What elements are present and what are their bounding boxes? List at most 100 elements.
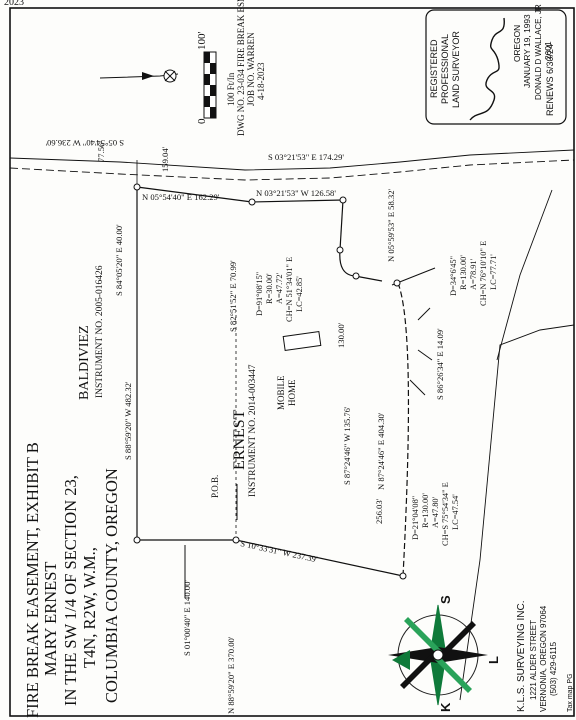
curve2-d: D=34°6'45" xyxy=(449,256,458,296)
title-line-3: IN THE SW 1/4 OF SECTION 23, xyxy=(61,475,80,706)
compass-letter-k: K xyxy=(438,702,453,712)
course-c6: S 05°54'40" W 236.60' xyxy=(45,138,124,148)
north-line-1 xyxy=(136,186,253,203)
title-block: FIRE BREAK EASEMENT, EXHIBIT B MARY ERNE… xyxy=(23,442,121,718)
course-c16: 130.00' xyxy=(336,322,346,348)
course-c11: N 05°59'53" E 58.32' xyxy=(386,188,396,262)
baldiviez-instrument: INSTRUMENT NO. 2005-016426 xyxy=(95,265,105,398)
dwg-line-2: JOB NO. WARREN xyxy=(246,32,256,106)
north-arrow xyxy=(142,69,177,83)
curve1-d: D=91°08'15" xyxy=(255,272,264,316)
corner-e2 xyxy=(352,272,360,280)
stamp-name: DONALD D WALLACE, JR xyxy=(534,4,543,100)
arc-arrow-2 xyxy=(417,349,433,361)
corner-e1 xyxy=(336,246,344,254)
course-c4: S 84°05'20" E 40.00' xyxy=(114,224,124,296)
arc-arrow-1 xyxy=(417,307,431,321)
title-line-2: MARY ERNEST xyxy=(41,562,60,676)
company-city: VERNONIA, OREGON 97064 xyxy=(539,605,548,712)
surveyor-stamp: REGISTERED PROFESSIONAL LAND SURVEYOR OR… xyxy=(425,4,567,125)
course-c1: N 88°59'20" E 370.00' xyxy=(226,636,236,714)
course-c2: S 01°00'40" E 140.00' xyxy=(182,580,192,656)
parcel-ernest: ERNEST xyxy=(231,409,248,470)
mobile-home-footprint xyxy=(282,330,322,352)
compass-letter-s: S xyxy=(438,595,453,604)
corner-sw xyxy=(133,536,141,544)
stamp-date: JANUARY 19, 1993 xyxy=(522,14,532,88)
curve-1-data: D=91°08'15" R=30.00' A=47.72' CH=N 51°34… xyxy=(255,257,304,322)
compass-diag-3 xyxy=(438,621,476,659)
north-line-2 xyxy=(251,199,344,203)
surveyor-company: K.L.S. SURVEYING INC. 1221 ALDER STREET … xyxy=(516,600,574,712)
title-line-1: FIRE BREAK EASEMENT, EXHIBIT B xyxy=(23,442,42,718)
scale-label-zero: 0 xyxy=(196,118,208,124)
signature xyxy=(469,17,505,121)
course-c10: N 03°21'53" W 126.58' xyxy=(256,188,336,198)
course-c12: S 82°51'52" E 70.99' xyxy=(228,260,238,332)
course-c9: N 05°54'40" E 162.29' xyxy=(142,192,220,202)
mobile-home-label-2: HOME xyxy=(287,379,297,406)
corner-year: 2023 xyxy=(4,0,24,8)
ernest-instrument: INSTRUMENT NO. 2014-003447 xyxy=(248,364,258,497)
course-c7: 159.04' xyxy=(160,146,170,172)
company-phone: (503) 429-6115 xyxy=(549,641,558,696)
stamp-state: OREGON xyxy=(512,25,522,62)
drawing-info: DWG NO. 23-034 FIRE BREAK ESM JOB NO. WA… xyxy=(236,0,266,136)
company-name: K.L.S. SURVEYING INC. xyxy=(516,600,527,712)
compass-diag-2 xyxy=(434,655,472,693)
curve2-a: A=78.91' xyxy=(469,258,478,290)
corner-nw xyxy=(133,183,141,191)
curve2-r: R=130.00' xyxy=(459,255,468,290)
arc-arrow-3 xyxy=(409,379,426,396)
course-c3: S 88°59'20" W 482.32' xyxy=(123,381,133,460)
dwg-line-1: DWG NO. 23-034 FIRE BREAK ESM xyxy=(236,0,246,136)
corner-pob xyxy=(232,536,240,544)
corner-monuments xyxy=(133,183,407,580)
corner-footer: Tax map PG xyxy=(567,673,574,712)
compass-center xyxy=(432,649,444,661)
compass-diag-1 xyxy=(404,617,442,655)
course-c15: S 86°26'34" E 14.09' xyxy=(435,328,445,400)
company-street: 1221 ALDER STREET xyxy=(529,620,538,700)
curve1-ch: CH=N 51°34'01" E xyxy=(285,257,294,322)
scale-label-top: 100' xyxy=(196,32,208,51)
course-c18: S 10°33'31" W 237.39' xyxy=(240,538,319,564)
dwg-line-3: 4-18-2023 xyxy=(256,62,266,100)
parcel-baldiviez: BALDIVIEZ xyxy=(77,325,92,400)
east-curve xyxy=(397,282,410,577)
parcel-lines xyxy=(9,73,575,701)
curve3-lc: LC=47.54' xyxy=(451,494,460,530)
curve3-d: D=21°04'08" xyxy=(411,496,420,540)
sheet-border xyxy=(9,7,575,717)
stamp-border xyxy=(425,9,567,125)
curve1-a: A=47.72' xyxy=(275,272,284,304)
curve3-r: R=130.00' xyxy=(421,493,430,528)
course-c13: S 87°24'46" W 135.76' xyxy=(342,406,352,485)
course-c14: N 87°24'46" E 404.30' xyxy=(376,412,386,490)
compass-diag-4 xyxy=(400,651,438,689)
corner-n1 xyxy=(248,198,256,206)
mobile-home-label-1: MOBILE xyxy=(276,375,286,410)
scale-text: 100 Ft/In xyxy=(226,72,236,106)
pob-label: P.O.B. xyxy=(210,475,220,498)
stamp-line-1: REGISTERED xyxy=(429,39,439,98)
curve1-r: R=30.00' xyxy=(265,273,274,304)
stamp-number: 2601 xyxy=(543,41,553,60)
curve-2-data: D=34°6'45" R=130.00' A=78.91' CH=N 76°10… xyxy=(449,241,498,306)
curve1-lc: LC=42.85' xyxy=(295,276,304,312)
curve2-ch: CH=N 76°10'10" E xyxy=(479,241,488,306)
stamp-line-3: LAND SURVEYOR xyxy=(451,31,461,108)
compass-letter-l: L xyxy=(486,656,501,664)
curve3-a: A=47.80' xyxy=(431,496,440,528)
corner-se xyxy=(399,572,407,580)
curve3-ch: CH=S 75°54'34" E xyxy=(441,482,450,546)
course-c5: 77.56' xyxy=(96,141,106,162)
compass-logo: K L S xyxy=(388,595,501,712)
stamp-renews: RENEWS 6/30/24 xyxy=(545,44,555,116)
curve-3-data: D=21°04'08" R=130.00' A=47.80' CH=S 75°5… xyxy=(411,482,460,546)
south-line xyxy=(235,539,404,577)
right-edge-1 xyxy=(496,189,553,361)
title-line-5: COLUMBIA COUNTY, OREGON xyxy=(102,468,121,703)
